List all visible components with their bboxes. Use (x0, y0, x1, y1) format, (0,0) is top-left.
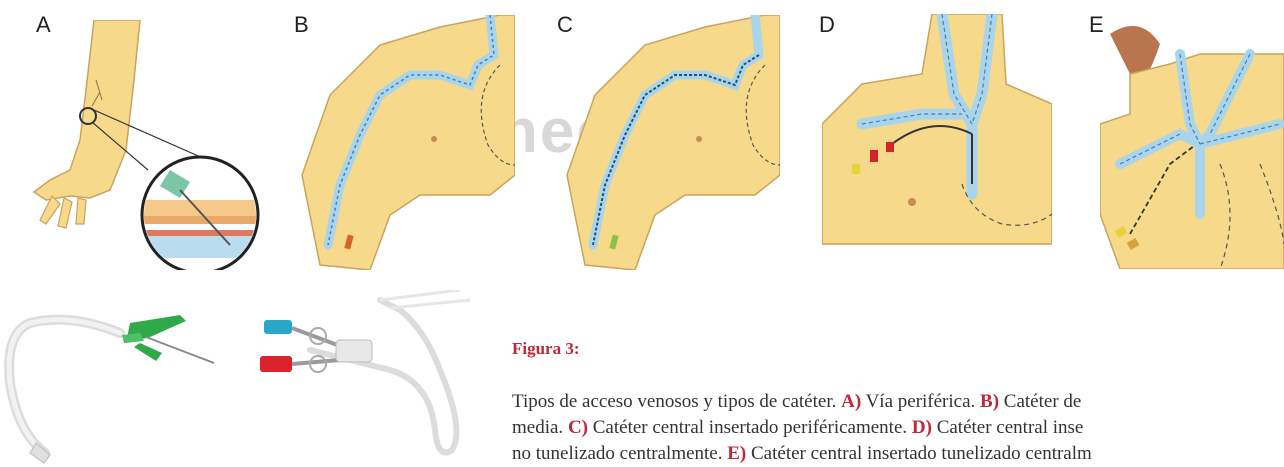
photo-double-lumen-catheter (240, 290, 490, 465)
caption-text-a: Vía periférica. (861, 391, 980, 412)
caption-key-b: B) (980, 391, 999, 412)
caption-key-e: E) (727, 443, 746, 464)
figure-title: Figura 3: (512, 339, 580, 359)
caption-key-d: D) (912, 417, 932, 438)
illustration-non-tunneled-central (822, 14, 1052, 249)
caption-text-c: Catéter central insertado periféricament… (588, 417, 912, 438)
caption-key-a: A) (841, 391, 861, 412)
photo-winged-cannula (0, 293, 230, 465)
caption-line-1: Tipos de acceso venosos y tipos de catét… (512, 389, 1284, 415)
figure-caption: Tipos de acceso venosos y tipos de catét… (512, 389, 1284, 467)
illustration-picc-catheter (565, 15, 780, 270)
illustration-peripheral-arm (30, 20, 280, 270)
caption-text-d: Catéter central inse (932, 417, 1083, 438)
caption-key-c: C) (568, 417, 588, 438)
caption-text-e: Catéter central insertado tunelizado cen… (746, 443, 1092, 464)
caption-line2-start: media. (512, 417, 568, 438)
caption-line-2: media. C) Catéter central insertado peri… (512, 415, 1284, 441)
caption-intro: Tipos de acceso venosos y tipos de catét… (512, 391, 841, 412)
caption-text-b: Catéter de (999, 391, 1081, 412)
caption-line3-start: no tunelizado centralmente. (512, 443, 727, 464)
caption-line-3: no tunelizado centralmente. E) Catéter c… (512, 441, 1284, 467)
illustration-tunneled-central (1100, 14, 1284, 269)
illustration-midline-catheter (300, 15, 515, 270)
